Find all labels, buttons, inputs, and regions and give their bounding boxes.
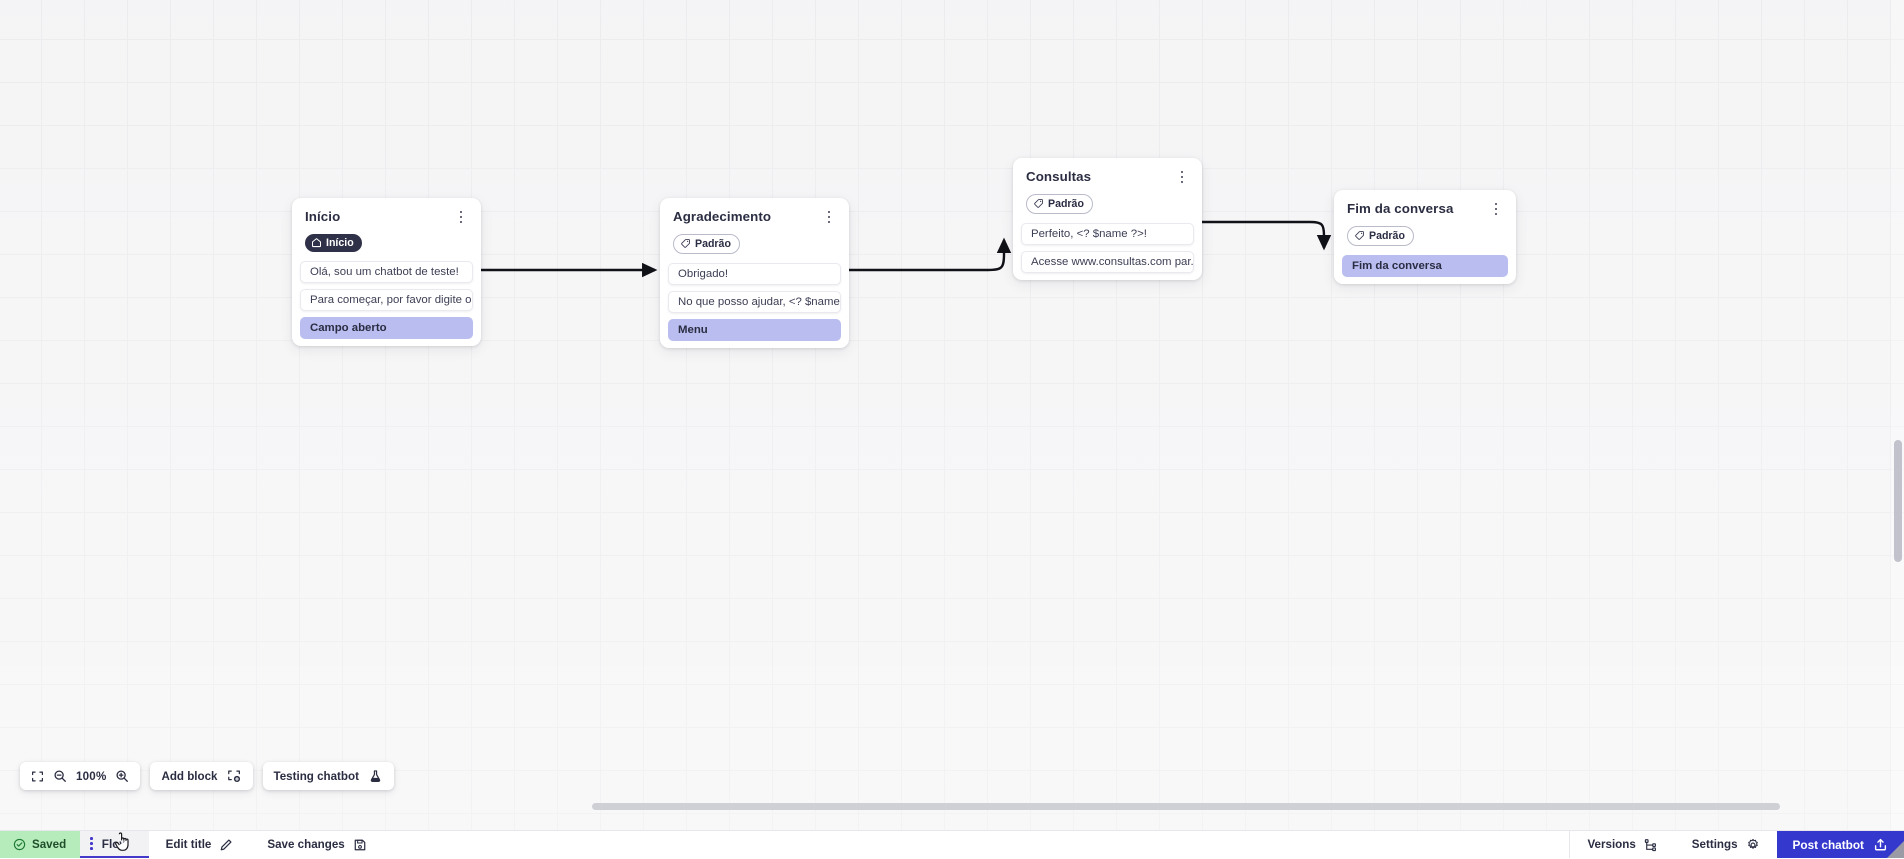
post-chatbot-label: Post chatbot [1793,838,1864,852]
node-title: Agradecimento [673,209,771,225]
fit-screen-icon[interactable] [31,770,44,783]
floppy-disk-icon [353,838,367,852]
bottom-bar: Saved Flow Edit title Save changes [0,830,1904,858]
vertical-scrollbar-thumb[interactable] [1894,440,1902,562]
flow-tab-menu-icon[interactable] [90,837,93,849]
flask-icon [368,769,383,784]
node-title: Início [305,209,340,225]
tag-icon [1354,230,1365,241]
tag-icon [1033,198,1044,209]
node-title: Fim da conversa [1347,201,1453,217]
tag-icon [680,238,691,249]
zoom-level: 100% [76,770,106,783]
horizontal-scrollbar-thumb[interactable] [592,803,1780,810]
flow-node-consultas[interactable]: Consultas Padrão Perfeito, <? $name ?>! … [1013,158,1202,280]
zoom-controls: 100% [20,762,140,790]
node-row[interactable]: No que posso ajudar, <? $name ... [668,291,841,313]
canvas-toolbar: 100% Add block Testing chatbot [20,762,394,790]
node-badges: Padrão [1334,218,1516,246]
flow-tab-label: Flow [102,837,129,851]
node-badge-padrao[interactable]: Padrão [673,234,740,254]
edit-title-label: Edit title [166,838,212,851]
node-badge-padrao[interactable]: Padrão [1026,194,1093,214]
versions-button[interactable]: Versions [1569,831,1674,858]
node-menu-icon[interactable] [1488,200,1504,218]
saved-label: Saved [32,838,66,851]
zoom-out-icon[interactable] [53,769,67,783]
save-changes-button[interactable]: Save changes [250,831,383,858]
node-header: Agradecimento [660,209,849,226]
node-row[interactable]: Perfeito, <? $name ?>! [1021,223,1194,245]
node-rows: Obrigado! No que posso ajudar, <? $name … [660,254,849,341]
settings-button[interactable]: Settings [1675,831,1777,858]
node-badge-padrao[interactable]: Padrão [1347,226,1414,246]
node-badge-label: Padrão [1369,230,1405,242]
bottom-bar-left: Saved Flow Edit title Save changes [0,831,384,858]
node-row[interactable]: Acesse www.consultas.com par... [1021,251,1194,273]
flow-node-inicio[interactable]: Início Início Olá, sou um chatbot de tes… [292,198,481,346]
node-rows: Perfeito, <? $name ?>! Acesse www.consul… [1013,214,1202,273]
flow-canvas[interactable]: Início Início Olá, sou um chatbot de tes… [0,0,1904,830]
post-chatbot-button[interactable]: Post chatbot [1777,831,1904,858]
add-block-button[interactable]: Add block [150,762,252,790]
node-badge-inicio[interactable]: Início [305,234,362,252]
vertical-scrollbar-track[interactable] [1891,0,1904,830]
node-row[interactable]: Obrigado! [668,263,841,285]
save-changes-label: Save changes [267,838,344,851]
node-title: Consultas [1026,169,1091,185]
node-badge-label: Padrão [695,238,731,250]
bottom-bar-right: Versions Settings Post chatbot [1569,831,1904,858]
node-menu-icon[interactable] [453,208,469,226]
node-row-accent[interactable]: Campo aberto [300,317,473,339]
node-badges: Padrão [1013,186,1202,214]
add-block-icon [227,769,242,784]
add-block-label: Add block [161,770,217,783]
node-rows: Fim da conversa [1334,246,1516,277]
node-menu-icon[interactable] [1174,168,1190,186]
edge-agradecimento-consultas [848,240,1004,270]
node-header: Fim da conversa [1334,201,1516,218]
node-badges: Início [292,226,481,252]
branch-icon [1644,838,1658,852]
edit-title-button[interactable]: Edit title [149,831,251,858]
node-row-accent[interactable]: Fim da conversa [1342,255,1508,277]
node-menu-icon[interactable] [821,208,837,226]
settings-label: Settings [1692,838,1738,851]
node-badges: Padrão [660,226,849,254]
testing-chatbot-button[interactable]: Testing chatbot [263,762,394,790]
versions-label: Versions [1587,838,1635,851]
node-badge-label: Início [326,237,354,249]
node-header: Consultas [1013,169,1202,186]
node-row[interactable]: Olá, sou um chatbot de teste! [300,261,473,283]
upload-icon [1873,837,1888,852]
tab-flow[interactable]: Flow [80,831,148,858]
window-resize-grip[interactable] [1887,841,1904,858]
node-row-accent[interactable]: Menu [668,319,841,341]
pencil-icon [219,838,233,852]
testing-chatbot-label: Testing chatbot [274,770,359,783]
node-rows: Olá, sou um chatbot de teste! Para começ… [292,252,481,339]
node-header: Início [292,209,481,226]
node-badge-label: Padrão [1048,198,1084,210]
saved-status-badge: Saved [0,831,80,858]
zoom-in-icon[interactable] [115,769,129,783]
flow-node-agradecimento[interactable]: Agradecimento Padrão Obrigado! No que po… [660,198,849,348]
edge-consultas-fim [1202,222,1324,248]
node-row[interactable]: Para começar, por favor digite o ... [300,289,473,311]
check-circle-icon [13,838,26,851]
flow-connectors [0,0,1904,830]
gear-icon [1746,838,1760,852]
home-icon [311,237,322,248]
flow-node-fim-da-conversa[interactable]: Fim da conversa Padrão Fim da conversa [1334,190,1516,284]
